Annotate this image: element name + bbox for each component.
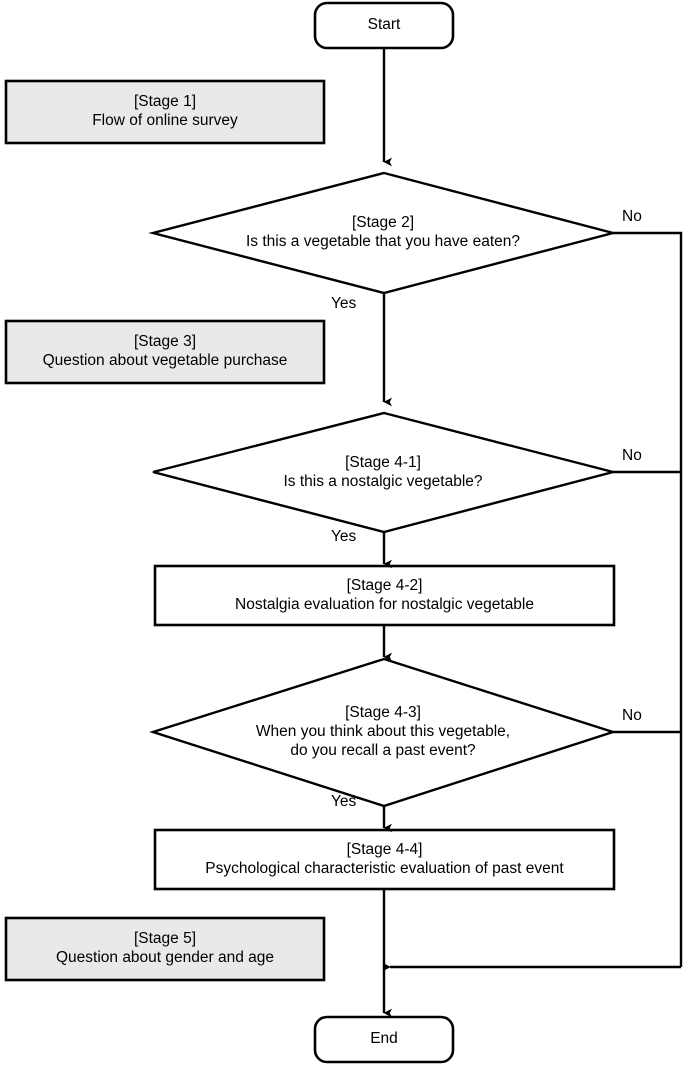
stage1-label-shape — [4, 79, 326, 145]
start-terminator-shape — [313, 1, 455, 50]
stage41-yes-text: Yes — [331, 528, 357, 545]
stage5-label-shape — [4, 916, 326, 982]
connector-stage2-no-branch — [613, 231, 683, 967]
stage43-yes-label: Yes — [331, 794, 356, 810]
stage2-no-text: No — [622, 208, 642, 225]
end-terminator-shape — [313, 1015, 455, 1064]
stage43-decision-shape — [149, 657, 617, 808]
stage2-no-label: No — [622, 209, 642, 225]
stage43-no-text: No — [622, 707, 642, 724]
stage42-process-shape — [153, 564, 616, 627]
stage41-no-label: No — [622, 448, 642, 464]
stage43-yes-text: Yes — [331, 793, 357, 810]
stage41-decision-shape — [152, 411, 618, 534]
stage43-no-label: No — [622, 708, 642, 724]
stage2-yes-label: Yes — [331, 296, 356, 312]
stage2-decision-shape — [148, 171, 618, 295]
stage41-yes-label: Yes — [331, 529, 356, 545]
stage3-label-shape — [4, 319, 326, 385]
stage41-no-text: No — [622, 447, 642, 464]
stage44-process-shape — [153, 828, 616, 891]
stage2-yes-text: Yes — [331, 295, 357, 312]
